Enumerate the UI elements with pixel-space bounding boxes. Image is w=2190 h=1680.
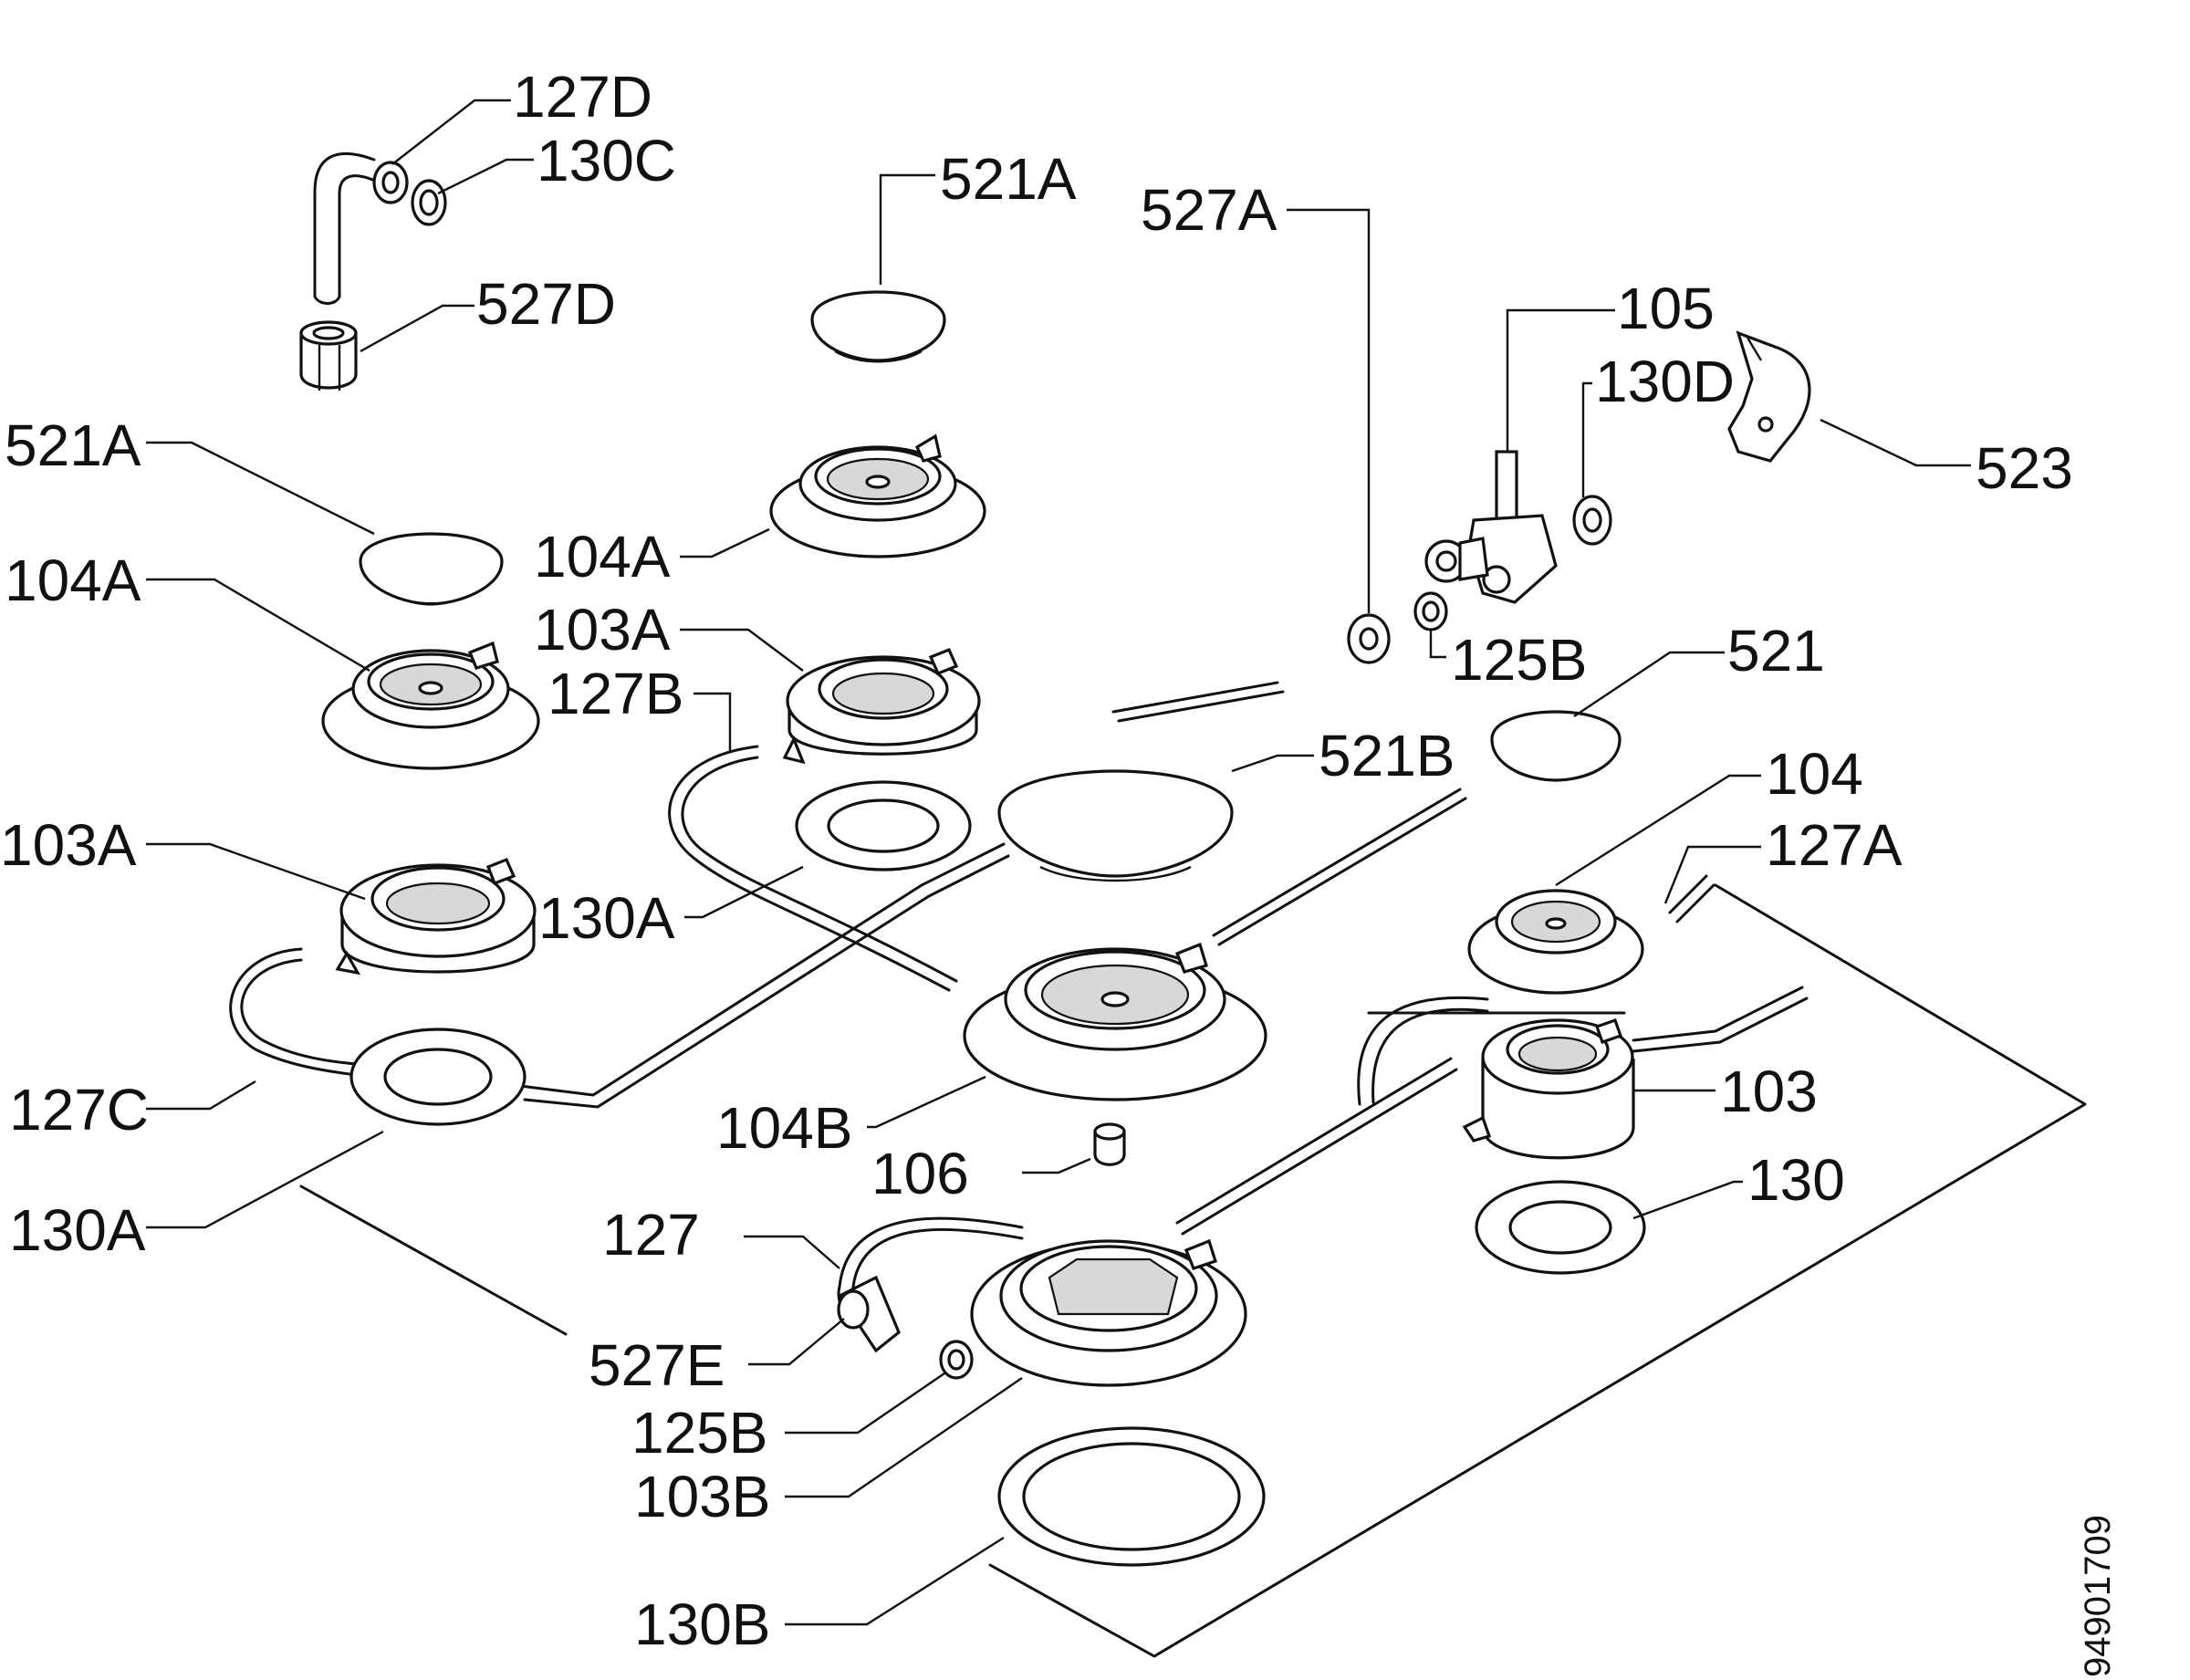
part-130-ring-small bbox=[1475, 1180, 1646, 1275]
label-104B: 104B bbox=[716, 1095, 852, 1161]
part-125B-fitting-bottom bbox=[939, 1340, 974, 1380]
part-521-cap-small bbox=[1490, 710, 1622, 782]
part-105-valve bbox=[1424, 450, 1558, 604]
label-103A-left: 103A bbox=[0, 812, 137, 878]
label-103B: 103B bbox=[634, 1464, 770, 1529]
part-104A-burner-top bbox=[769, 433, 986, 558]
part-103A-burner-left bbox=[335, 857, 537, 976]
label-103: 103 bbox=[1720, 1059, 1818, 1124]
label-527E: 527E bbox=[589, 1332, 725, 1398]
label-130B: 130B bbox=[634, 1591, 770, 1657]
part-521B-cap-large bbox=[997, 769, 1234, 882]
part-103B-burner-front bbox=[970, 1238, 1247, 1387]
label-527A: 527A bbox=[1141, 177, 1278, 243]
label-104A-left: 104A bbox=[5, 548, 141, 613]
part-521A-cap-left bbox=[359, 532, 504, 606]
part-130A-ring-mid bbox=[795, 780, 972, 871]
label-106: 106 bbox=[871, 1141, 969, 1206]
label-104A-mid: 104A bbox=[534, 524, 671, 590]
part-130C-washer bbox=[411, 179, 447, 226]
part-127D-elbow-pipe bbox=[313, 151, 409, 305]
part-labels: 127D 130C 527D 521A 527A 105 130D 523 52… bbox=[0, 64, 2073, 1657]
part-104-burner-small bbox=[1467, 889, 1644, 995]
part-527D-nut bbox=[299, 320, 358, 391]
label-127D: 127D bbox=[513, 64, 652, 130]
label-130D: 130D bbox=[1595, 349, 1735, 414]
label-521: 521 bbox=[1727, 618, 1825, 683]
part-104A-burner-left bbox=[321, 641, 540, 770]
label-127C: 127C bbox=[9, 1077, 149, 1143]
leader-lines bbox=[146, 99, 1971, 1626]
part-130A-ring-left bbox=[349, 1028, 527, 1126]
label-523: 523 bbox=[1976, 435, 2073, 501]
part-103A-burner-mid bbox=[782, 647, 981, 765]
part-130D-washer bbox=[1572, 495, 1612, 546]
label-103A-mid: 103A bbox=[534, 597, 671, 663]
label-105: 105 bbox=[1617, 276, 1715, 341]
label-527D: 527D bbox=[476, 271, 616, 337]
part-527E-connector bbox=[837, 1275, 901, 1353]
drawing-code: 94901709 bbox=[2078, 1515, 2118, 1677]
part-103-burner-small bbox=[1462, 1017, 1635, 1160]
part-527A-nut bbox=[1347, 613, 1391, 664]
label-125B-bottom: 125B bbox=[631, 1400, 767, 1466]
part-104B-burner-large bbox=[963, 942, 1267, 1101]
label-521B: 521B bbox=[1319, 723, 1455, 788]
part-125B-fitting-top bbox=[1413, 591, 1448, 631]
part-521A-cap-top bbox=[810, 290, 946, 363]
label-127B: 127B bbox=[548, 661, 683, 726]
label-104: 104 bbox=[1766, 741, 1863, 807]
label-127: 127 bbox=[602, 1202, 700, 1268]
label-130C: 130C bbox=[537, 128, 676, 193]
part-106-injector bbox=[1093, 1122, 1126, 1166]
label-127A: 127A bbox=[1766, 812, 1903, 878]
label-125B-top: 125B bbox=[1451, 627, 1587, 693]
part-523-clip bbox=[1727, 330, 1811, 463]
label-521A-top: 521A bbox=[940, 146, 1077, 212]
hob-plate-outline bbox=[299, 883, 2087, 1658]
label-521A-left: 521A bbox=[5, 412, 141, 478]
part-130B-ring-large bbox=[997, 1426, 1266, 1567]
label-130A-left: 130A bbox=[9, 1197, 146, 1263]
label-130: 130 bbox=[1747, 1147, 1845, 1213]
label-130A-mid: 130A bbox=[538, 885, 675, 951]
